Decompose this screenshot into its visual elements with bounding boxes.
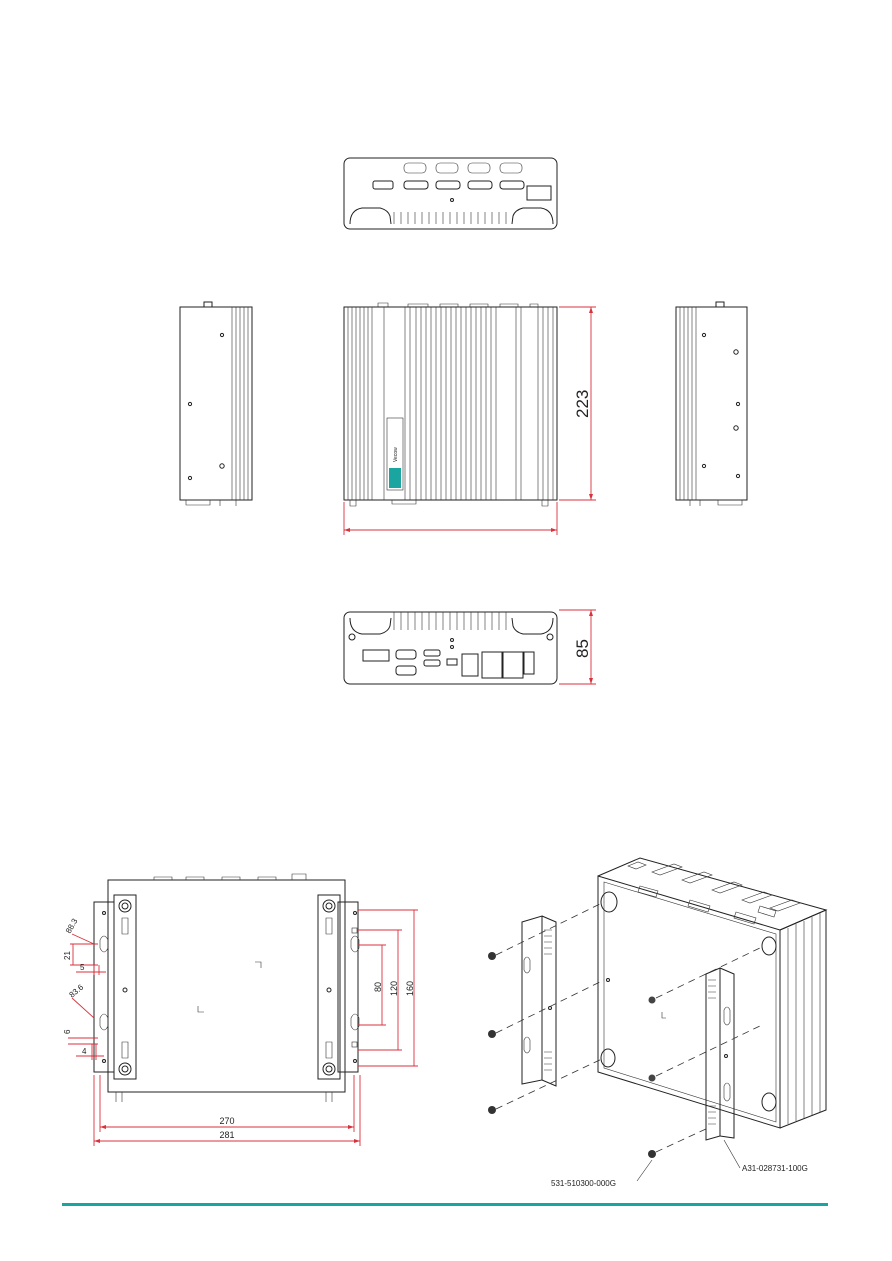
- upper-db9-row: [403, 162, 523, 174]
- db9-port: [395, 649, 417, 660]
- exploded-isometric-view: 531-510300-000G A31-028731-100G: [488, 857, 828, 1188]
- dimension-80-label: 80: [373, 982, 383, 992]
- dimension-223-label: 223: [573, 390, 592, 418]
- rear-panel-view: 85: [343, 609, 596, 685]
- dimension-width: [343, 502, 558, 535]
- top-panel-view: [343, 157, 558, 230]
- heatsink-fins-top: [393, 212, 507, 224]
- usb-c-port: [446, 658, 458, 666]
- chassis-side-fins: [787, 913, 821, 1124]
- mounting-bottom-view: 88.3 21 5 83.6 6 4: [63, 873, 418, 1146]
- heatsink-fins-front: [347, 307, 554, 500]
- left-bracket-exploded: [521, 915, 557, 1087]
- usb-port-stack: [461, 653, 479, 677]
- logo-text: Vecow: [393, 447, 399, 462]
- top-connectors: [627, 861, 801, 925]
- dimension-85: 85: [559, 609, 596, 685]
- assembly-lines: [495, 901, 765, 1153]
- heatsink-fins-rear: [393, 612, 507, 630]
- db9-port: [395, 665, 417, 676]
- right-dimensions: 80 120 160: [358, 909, 418, 1067]
- bracket-part-number: A31-028731-100G: [742, 1164, 808, 1173]
- lan-port-stack: [502, 651, 524, 679]
- dimension-281-label: 281: [219, 1130, 234, 1140]
- dimension-85-label: 85: [573, 639, 592, 658]
- logo-mark-icon: [389, 468, 401, 488]
- left-side-view: [179, 301, 253, 506]
- hdmi-port: [423, 649, 441, 657]
- right-mount-bracket: [317, 894, 360, 1080]
- dimension-88-3-label: 88.3: [64, 917, 80, 935]
- logo-panel: [386, 417, 404, 491]
- right-bracket-exploded: [705, 967, 735, 1141]
- label-slot: [526, 185, 552, 201]
- front-view: Vecow 223: [343, 302, 596, 535]
- left-dimensions: 88.3 21 5 83.6 6 4: [63, 917, 106, 1060]
- bottom-dimensions: 270 281: [93, 1075, 361, 1146]
- dimension-4-label: 4: [82, 1047, 87, 1056]
- footer-rule: [62, 1203, 828, 1206]
- chassis-front-face: [597, 875, 781, 1129]
- lower-db9-row: [372, 180, 525, 190]
- dimension-83-6-label: 83.6: [68, 982, 86, 999]
- dimension-223: 223: [559, 306, 596, 501]
- dimension-6-label: 6: [63, 1029, 72, 1034]
- left-mount-bracket: [93, 894, 137, 1080]
- dimension-120-label: 120: [389, 981, 399, 996]
- right-side-view: [675, 301, 748, 506]
- dimension-160-label: 160: [405, 981, 415, 996]
- screw-icons: [488, 952, 656, 1158]
- hdmi-port: [423, 659, 441, 667]
- lan-port-stack: [481, 651, 503, 679]
- dimension-21-label: 21: [63, 951, 72, 960]
- dimension-270-label: 270: [219, 1116, 234, 1126]
- screw-part-number: 531-510300-000G: [551, 1179, 616, 1188]
- lan-port: [523, 651, 535, 675]
- dimension-5-label: 5: [80, 963, 85, 972]
- terminal-block: [362, 649, 390, 662]
